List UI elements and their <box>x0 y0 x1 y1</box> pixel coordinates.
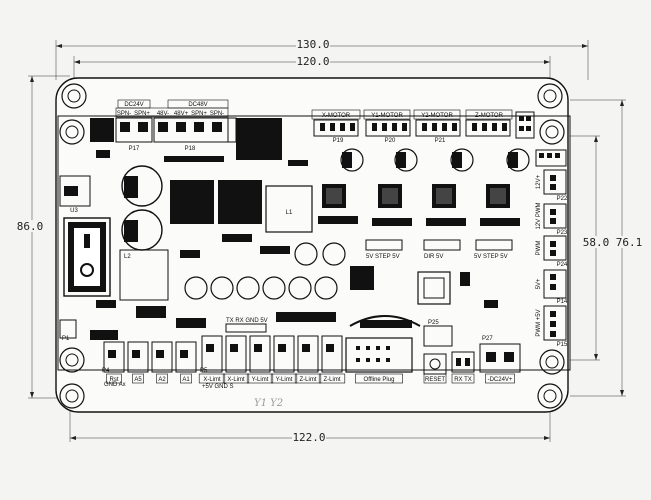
dim-130: 130.0 <box>296 38 329 51</box>
mid-capacitors <box>184 242 346 300</box>
side-5v: 5V+ <box>536 278 542 289</box>
side-pwm: PWM <box>536 241 542 256</box>
smd-parts <box>59 150 520 340</box>
label-z-motor: Z-MOTOR <box>475 113 504 119</box>
dim-86: 86.0 <box>17 220 44 233</box>
dimension-lines: 130.0 120.0 122.0 86.0 58.0 <box>14 38 646 444</box>
label-tx-rx-gnd: TX RX GND 5V <box>226 318 268 324</box>
label-48v-minus: 48V- <box>157 111 169 117</box>
label-48v-plus: 48V+ <box>174 111 189 117</box>
bottom-label-dc24: -DC24V+ <box>488 377 513 383</box>
bottom-label-a2: A2 <box>158 377 166 383</box>
label-step-5v-a: 5V STEP 5V <box>366 254 400 260</box>
ref-p24: P24 <box>557 262 568 268</box>
bottom-label-box-rst <box>106 373 122 384</box>
bottom-label-rst: Rst <box>110 377 119 383</box>
label-gnd-ax: GND Ax <box>104 382 126 388</box>
label-dir-a: DIR 5V <box>424 254 443 260</box>
ref-p20: P20 <box>385 138 396 144</box>
side-12vpwm: 12V PWM <box>536 202 542 229</box>
ref-l2: L2 <box>124 254 131 260</box>
bottom-label-box-xlim2 <box>222 373 250 384</box>
ref-p25: P25 <box>428 320 439 326</box>
label-dc48v: DC48V <box>188 102 207 108</box>
dim-58: 58.0 <box>583 236 610 249</box>
dim-76: 76.1 <box>616 236 643 249</box>
ref-p17: P17 <box>129 146 140 152</box>
bottom-label-box-a2 <box>156 373 168 384</box>
bottom-labels: Rst A5 A2 A1 X-Limt X-Limt Y-Limt Y-Limt Z-Limt Z… <box>106 373 515 384</box>
right-headers: P22 P23 P24 P14 P15 12V+ 12V PWM PWM 5V+… <box>536 169 568 348</box>
label-spn-plus-a: SPN+ <box>134 111 150 117</box>
label-5v-gnd: +5V GND S <box>202 384 234 390</box>
label-spn-minus-a: SPN- <box>117 111 131 117</box>
bottom-connectors: P25 P27 P1 P4 P5 <box>62 320 521 375</box>
ref-p23: P23 <box>557 230 568 236</box>
ref-p18: P18 <box>185 146 196 152</box>
label-dc24v: DC24V <box>124 102 143 108</box>
ref-p21: P21 <box>435 138 446 144</box>
label-spn-minus-b: SPN- <box>210 111 224 117</box>
bottom-label-rxtx: RX TX <box>454 377 472 383</box>
motor-capacitors <box>340 148 530 172</box>
ref-u3: U3 <box>70 208 78 214</box>
bottom-label-box-zlim1 <box>294 373 322 384</box>
bottom-label-zlim2: Z-Limt <box>324 377 341 383</box>
power-headers: DC24V DC48V SPN- SPN+ 48V- 48V+ SPN+ SPN… <box>115 99 229 152</box>
bottom-label-ylim2: Y-Limt <box>276 377 293 383</box>
ref-p27: P27 <box>482 336 493 342</box>
ref-p19: P19 <box>333 138 344 144</box>
label-y2-motor: Y2-MOTOR <box>421 113 453 119</box>
label-step-5v-b: 5V STEP 5V <box>474 254 508 260</box>
ref-p4: P4 <box>102 368 110 374</box>
bottom-label-offline: Offline Plug <box>364 377 395 383</box>
motor-headers: X-MOTOR Y1-MOTOR Y2-MOTOR Z-MOTOR P19 P2… <box>311 109 513 144</box>
bottom-label-box-xlim1 <box>198 373 226 384</box>
ref-p1: P1 <box>62 336 70 342</box>
label-spn-plus-b: SPN+ <box>191 111 207 117</box>
bottom-label-xlim2: X-Limt <box>227 377 245 383</box>
ref-p15: P15 <box>557 342 568 348</box>
label-x-motor: X-MOTOR <box>322 113 351 119</box>
ref-p22: P22 <box>557 196 568 202</box>
bottom-label-box-zlim2 <box>318 373 346 384</box>
bottom-label-zlim1: Z-Limt <box>300 377 317 383</box>
bottom-label-xlim1: X-Limt <box>203 377 221 383</box>
ref-p5: P5 <box>200 368 208 374</box>
bottom-label-box-reset <box>423 373 447 384</box>
side-pwm2: PWM +5V <box>536 309 542 336</box>
ref-p14: P14 <box>557 299 568 305</box>
bottom-label-box-offline <box>355 373 403 384</box>
bottom-label-box-dc24 <box>485 373 515 384</box>
bottom-label-ylim1: Y-Limt <box>252 377 269 383</box>
ref-l1: L1 <box>286 210 293 216</box>
bottom-label-box-rxtx <box>451 373 475 384</box>
bottom-label-a1: A1 <box>182 377 190 383</box>
bottom-label-box-ylim2 <box>270 373 298 384</box>
mounting-holes <box>59 83 565 409</box>
power-switch <box>63 217 111 297</box>
stepper-drivers <box>322 184 510 208</box>
bottom-label-box-ylim1 <box>246 373 274 384</box>
dim-122: 122.0 <box>292 431 325 444</box>
bottom-label-a5: A5 <box>134 377 142 383</box>
side-12v: 12V+ <box>536 174 542 189</box>
dim-120: 120.0 <box>296 55 329 68</box>
label-y1-motor: Y1-MOTOR <box>371 113 403 119</box>
bottom-label-box-a1 <box>180 373 192 384</box>
bottom-label-box-a5 <box>132 373 144 384</box>
handwritten-note: Y1 Y2 <box>254 398 283 409</box>
bottom-label-reset: RESET <box>425 377 445 383</box>
